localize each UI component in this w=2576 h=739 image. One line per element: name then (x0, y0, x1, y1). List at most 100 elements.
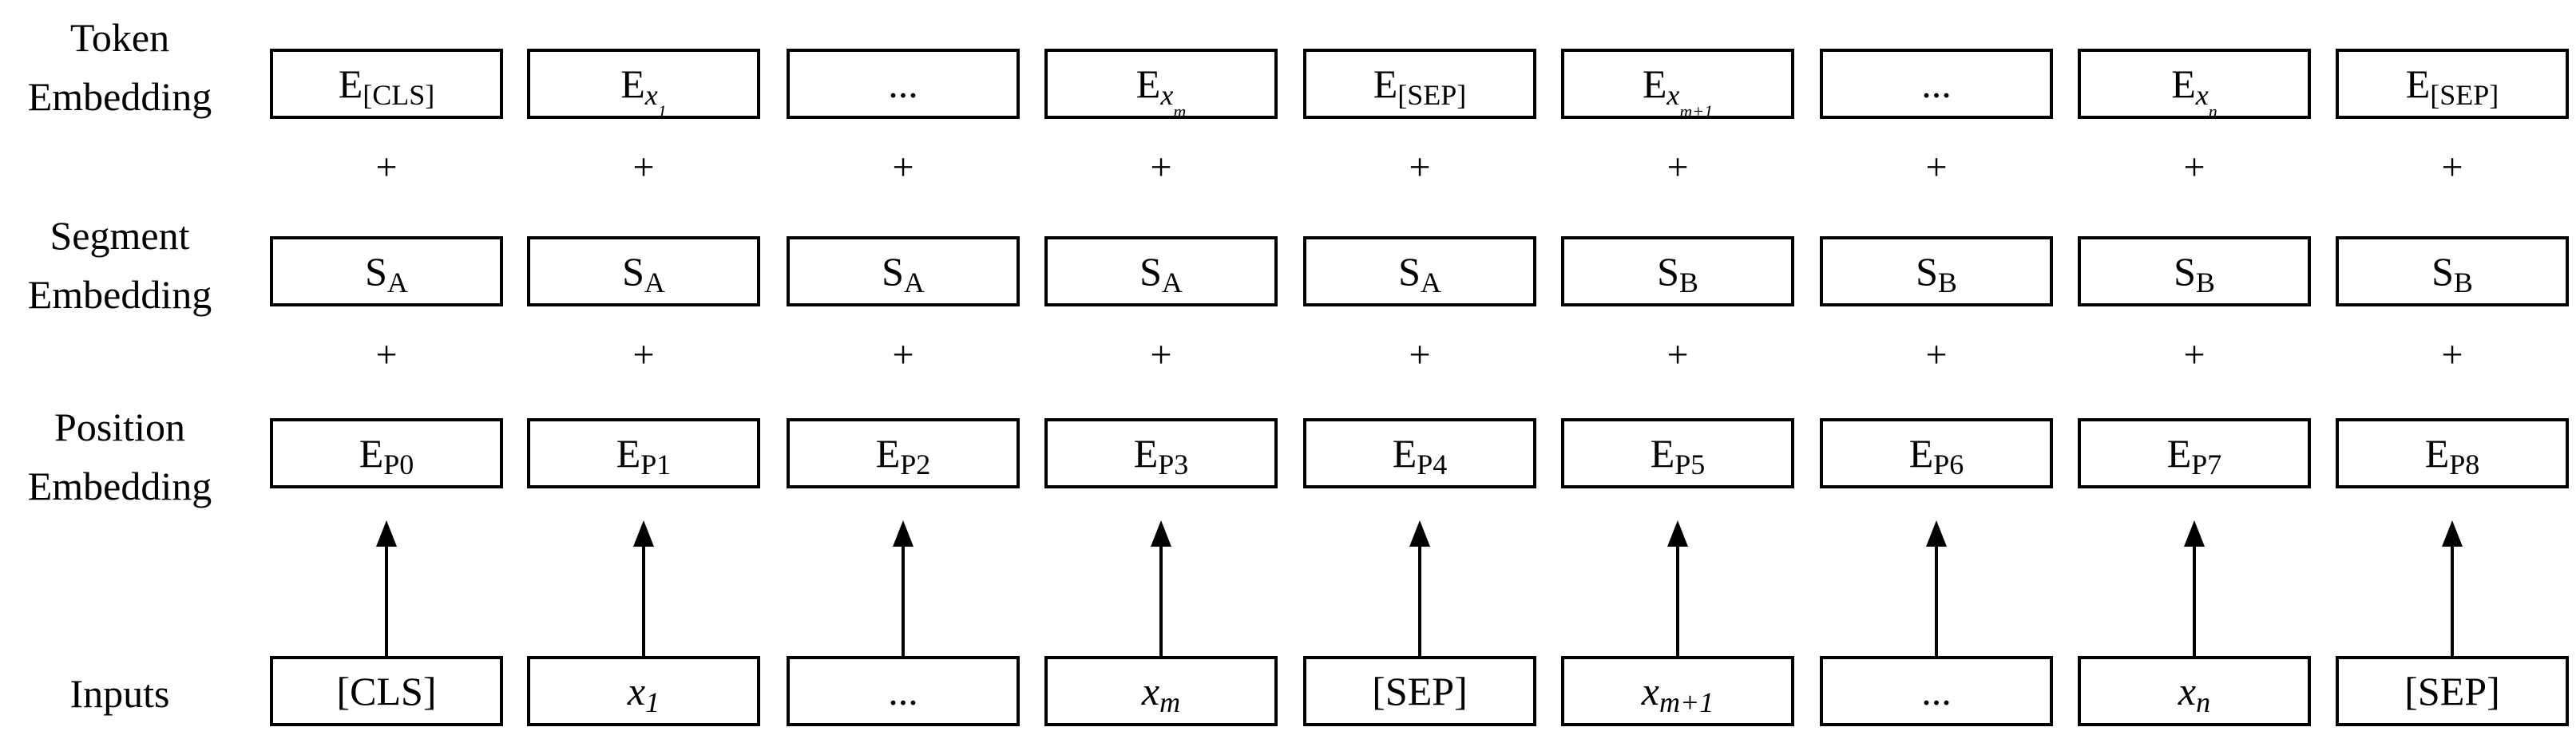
segment-embedding-box-subscript: A (1420, 267, 1441, 298)
input-box-base-text: ... (1921, 669, 1952, 713)
position-embedding-box-base-text: E (1392, 431, 1417, 476)
arrow-head (376, 520, 397, 547)
segment-embedding-box-subscript: A (903, 267, 925, 298)
position-embedding-box-base-text: E (2166, 431, 2192, 476)
segment-embedding-box-subscript: A (644, 267, 665, 298)
position-embedding-box-subscript: P6 (1933, 449, 1964, 480)
inputs-label: Inputs (69, 671, 170, 716)
arrow-head (2184, 520, 2205, 547)
segment-embedding-box-base-text: S (1139, 249, 1162, 294)
input-box-base-text: ... (888, 669, 918, 713)
token-embedding-box-subscript: xm+1 (1666, 79, 1714, 121)
segment-embedding-box-base-text: S (622, 249, 644, 294)
input-box-base-text: [SEP] (2404, 669, 2500, 713)
segment-embedding-box-subscript: B (2453, 267, 2473, 298)
plus-sign: + (2183, 334, 2205, 376)
plus-sign: + (892, 146, 914, 188)
position-embedding-box-subscript: P5 (1674, 449, 1706, 480)
token-embedding-box-base-text: E (620, 61, 645, 106)
position-embedding-label: Position Embedding (4, 397, 236, 516)
segment-embedding-box-base-text: S (365, 249, 387, 294)
token-embedding-box-base-text: ... (888, 61, 918, 106)
token-embedding-box-8: E[SEP] (2336, 49, 2569, 119)
token-embedding-box-subscript: xm (1160, 79, 1187, 121)
position-embedding-box-base-text: E (359, 431, 384, 476)
position-embedding-box-subscript: P8 (2449, 449, 2480, 480)
plus-sign: + (1925, 334, 1948, 376)
position-embedding-label-line1: Position (54, 405, 185, 449)
arrow-head (2442, 520, 2463, 547)
segment-embedding-box-base-text: S (882, 249, 904, 294)
position-embedding-box-subscript: P4 (1417, 449, 1448, 480)
plus-sign: + (1150, 146, 1172, 188)
segment-embedding-box-base-text: S (2174, 249, 2196, 294)
token-embedding-box-4: E[SEP] (1303, 49, 1536, 119)
segment-embedding-box-subscript: B (2195, 267, 2215, 298)
token-embedding-box-2: ... (787, 49, 1020, 119)
position-embedding-box-subscript: P0 (383, 449, 414, 480)
input-box-subscript: n (2196, 686, 2211, 718)
input-box-base-text: x (1141, 669, 1160, 713)
plus-sign: + (1409, 334, 1431, 376)
segment-embedding-box-subscript: B (1937, 267, 1957, 298)
token-embedding-box-sub-subscript: m (1173, 101, 1187, 121)
position-embedding-box-base-text: E (616, 431, 641, 476)
position-embedding-box-base-text: E (1650, 431, 1675, 476)
input-box-subscript: m (1159, 686, 1181, 718)
segment-embedding-box-base-text: S (1916, 249, 1938, 294)
plus-sign: + (2441, 146, 2463, 188)
segment-embedding-box-base-text: S (1657, 249, 1679, 294)
plus-sign: + (1666, 334, 1689, 376)
input-box-base-text: x (2178, 669, 2197, 713)
position-embedding-box-subscript: P2 (900, 449, 931, 480)
token-embedding-label-line2: Embedding (27, 74, 212, 119)
input-box-subscript: m+1 (1659, 686, 1714, 718)
token-embedding-box-subscript: [CLS] (363, 79, 435, 111)
plus-sign: + (1666, 146, 1689, 188)
plus-sign: + (1409, 146, 1431, 188)
segment-embedding-box-base-text: S (1398, 249, 1421, 294)
input-box-base-text: x (1641, 669, 1659, 713)
segment-embedding-box-base-text: S (2431, 249, 2454, 294)
arrow-head (633, 520, 654, 547)
token-embedding-box-base-text: E (2171, 61, 2196, 106)
token-embedding-box-sub-subscript: n (2208, 101, 2217, 121)
segment-embedding-label-line1: Segment (50, 213, 190, 258)
input-box-8: [SEP] (2336, 656, 2569, 726)
plus-sign: + (2441, 334, 2463, 376)
input-box-base-text: [SEP] (1372, 669, 1468, 713)
token-embedding-label: Token Embedding (4, 8, 236, 126)
position-embedding-box-subscript: P7 (2191, 449, 2222, 480)
segment-embedding-box-subscript: B (1678, 267, 1698, 298)
position-embedding-box-base-text: E (875, 431, 901, 476)
plus-sign: + (1150, 334, 1172, 376)
input-box-0: [CLS] (270, 656, 503, 726)
input-box-2: ... (787, 656, 1020, 726)
segment-embedding-box-subscript: A (386, 267, 408, 298)
input-box-base-text: x (627, 669, 646, 713)
token-embedding-box-base-text: E (338, 61, 363, 106)
input-box-subscript: 1 (645, 686, 660, 718)
plus-sign: + (632, 146, 655, 188)
position-embedding-box-subscript: P1 (640, 449, 672, 480)
plus-sign: + (375, 334, 398, 376)
